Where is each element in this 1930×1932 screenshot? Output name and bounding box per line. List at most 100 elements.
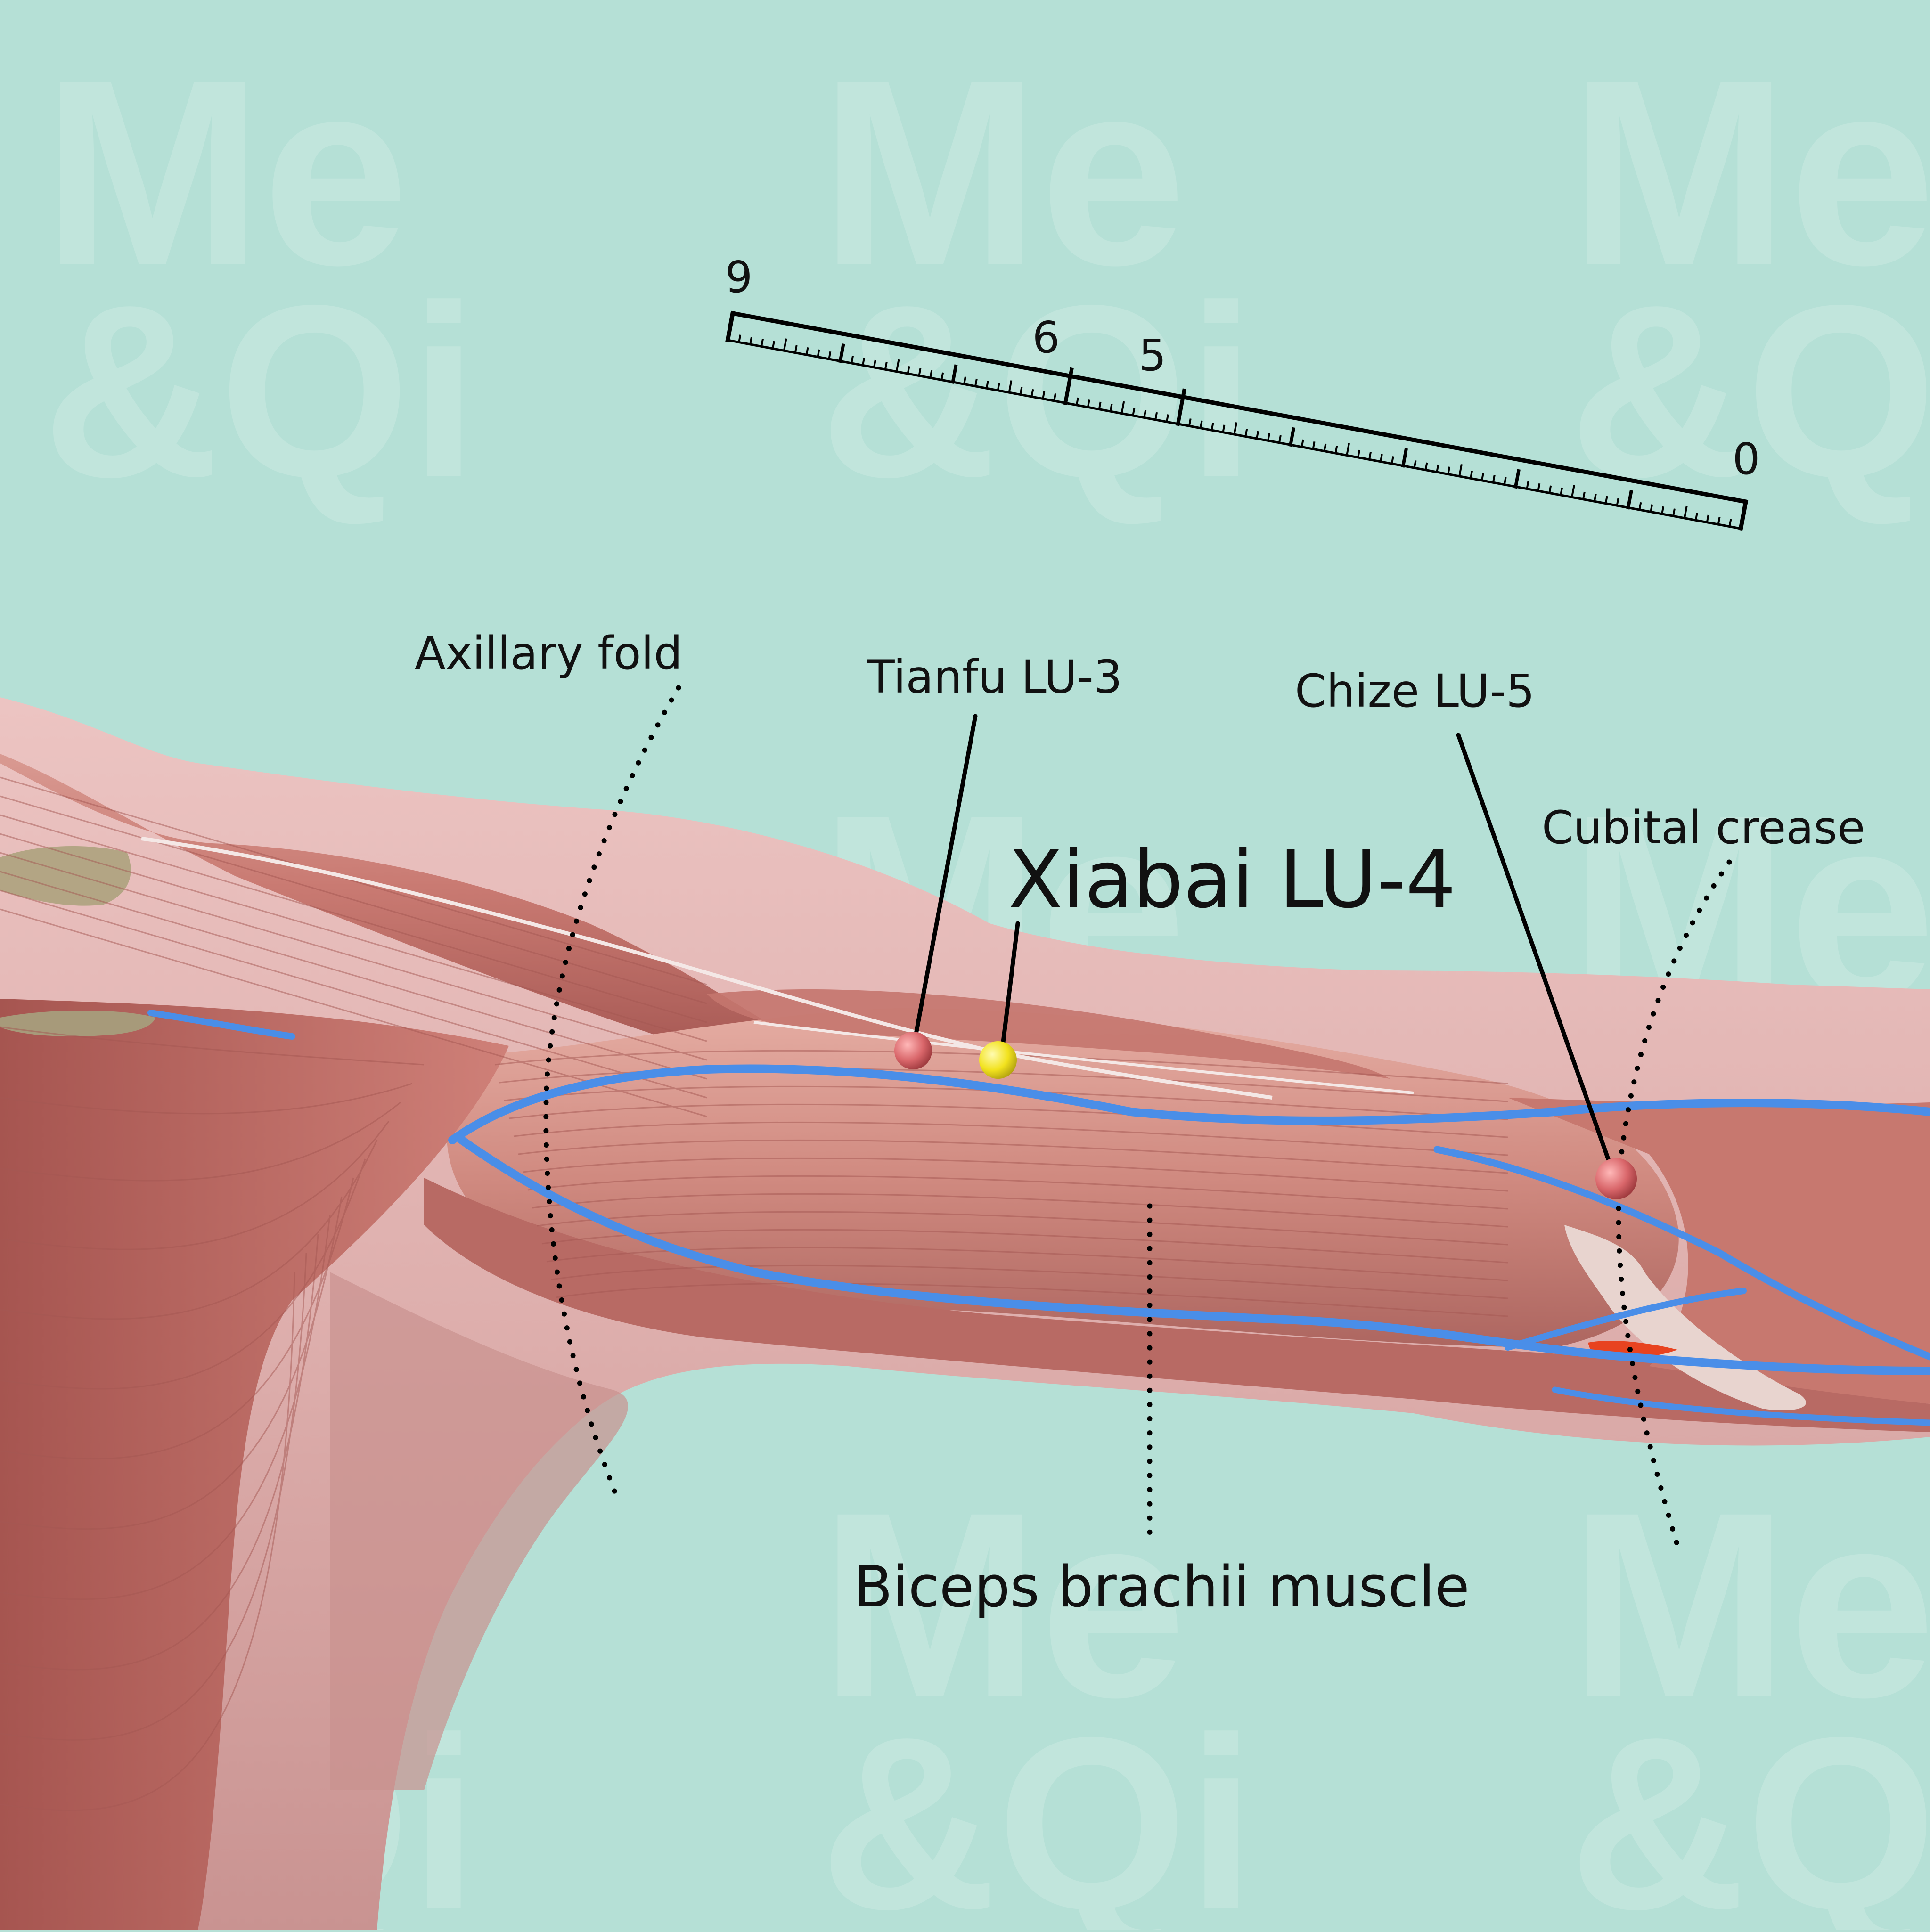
ruler-tick <box>1267 433 1270 442</box>
ruler-tick <box>850 355 854 365</box>
deltoid-striation <box>0 852 707 1061</box>
triceps-edge <box>707 989 1390 1079</box>
ruler-tick <box>1582 491 1586 501</box>
ruler-label-9: 9 <box>725 252 753 302</box>
ruler-tick <box>1728 519 1732 528</box>
ruler-tick <box>1030 389 1034 398</box>
ruler-tick <box>1098 401 1102 411</box>
ruler-tick <box>951 364 958 384</box>
clavicle-bone <box>0 846 131 906</box>
ruler-tick <box>997 383 1000 392</box>
ruler-tick <box>1604 496 1608 505</box>
ruler-tick <box>895 359 900 373</box>
ruler-tick <box>1210 423 1214 432</box>
ruler-tick <box>1053 393 1057 402</box>
brachialis-muscle <box>424 1178 1930 1432</box>
ruler-tick <box>1706 514 1709 524</box>
ruler-tick <box>1424 462 1428 471</box>
biceps-striation <box>518 1139 1508 1174</box>
ruler-tick <box>1165 414 1169 423</box>
biceps-striation <box>537 1211 1508 1246</box>
ruler-tick <box>974 378 978 388</box>
ruler-tick <box>1390 456 1394 465</box>
fascia-line-lower <box>753 1021 1414 1094</box>
ruler-tick <box>1649 504 1653 513</box>
biceps-striation <box>532 1193 1508 1228</box>
page-title: Xiabai LU-4 <box>1008 833 1456 926</box>
ruler-tick <box>1334 445 1338 455</box>
watermark-me-0-1: Me <box>820 25 1186 320</box>
ruler-tick <box>884 362 888 371</box>
ruler-tick <box>1379 454 1383 463</box>
ruler-tick <box>1537 483 1541 492</box>
pectoral-striation <box>0 1101 401 1182</box>
ruler-tick <box>726 322 733 342</box>
deltoid-striation <box>0 795 707 1004</box>
ruler-tick <box>737 334 742 343</box>
ruler-tick <box>940 372 944 381</box>
ruler-tick <box>1357 449 1361 459</box>
axillary-fold-dotted-line <box>543 685 681 1501</box>
watermark-me-0-0: Me <box>42 25 409 320</box>
ruler-tick <box>1683 505 1688 520</box>
ruler-tick <box>1548 485 1552 494</box>
xiabai-leader-line <box>1000 921 1020 1048</box>
deltoid-striation <box>0 871 707 1080</box>
ruler-tick <box>1413 460 1417 469</box>
tianfu-leader-line <box>913 714 978 1039</box>
ruler-tick <box>1154 412 1158 421</box>
ruler-tick <box>805 347 809 356</box>
skin-underarm <box>330 1272 628 1790</box>
ruler-tick <box>1513 469 1521 489</box>
watermark-me-2-1: Me <box>820 1457 1186 1752</box>
ruler-tick <box>985 381 989 390</box>
ruler-tick <box>1492 475 1496 484</box>
xiabai-point[interactable] <box>979 1041 1017 1079</box>
ruler-tick <box>1143 410 1147 419</box>
tianfu-point[interactable] <box>894 1032 932 1069</box>
ruler-tick <box>817 349 820 358</box>
biceps-striation <box>541 1229 1508 1264</box>
ruler-tick <box>783 338 787 352</box>
ruler-tick <box>1436 464 1439 473</box>
ruler-tick <box>1233 422 1238 436</box>
biceps-striation <box>508 1103 1508 1138</box>
ruler-tick <box>1694 513 1698 522</box>
ruler-tick <box>760 339 764 348</box>
pectoral-striation <box>0 1121 390 1250</box>
ruler-tick <box>1075 397 1079 407</box>
ruler-mark-5 <box>1176 388 1186 426</box>
ruler-tick <box>1739 511 1746 531</box>
ruler-tick <box>838 343 845 363</box>
ruler-tick <box>1278 435 1282 444</box>
ruler-tick <box>1401 448 1408 468</box>
ruler-tick <box>873 359 876 369</box>
biceps-striation <box>494 1050 1508 1084</box>
deltoid-striation <box>0 833 707 1042</box>
watermark-qi-2-1: &Qi <box>820 1687 1255 1930</box>
ruler-tick <box>1087 399 1090 408</box>
ruler-label-0: 0 <box>1733 434 1760 484</box>
ruler-tick <box>1222 424 1226 433</box>
deltoid-striation <box>0 889 707 1099</box>
ruler-tick <box>1469 471 1473 480</box>
chize-point[interactable] <box>1595 1158 1637 1199</box>
biceps-striation <box>551 1264 1508 1299</box>
watermark-qi-0-2: &Qi <box>1569 254 1930 528</box>
ruler-tick <box>1300 439 1304 448</box>
dotted-guides <box>543 685 1732 1548</box>
ruler-tick <box>1345 443 1350 457</box>
ruler-tick <box>1109 404 1113 413</box>
ruler-tick <box>1008 380 1013 394</box>
ruler-tick <box>918 368 922 377</box>
ruler-label-5: 5 <box>1139 330 1167 381</box>
pectoral-striation <box>0 1272 295 1811</box>
cephalic-vein <box>448 1064 1930 1144</box>
ruler-tick <box>1570 485 1575 498</box>
biceps-striation <box>556 1282 1508 1317</box>
watermark-me-0-2: Me <box>1569 25 1930 320</box>
ruler-tick <box>1458 464 1463 478</box>
deltoid-muscle <box>0 754 801 1050</box>
